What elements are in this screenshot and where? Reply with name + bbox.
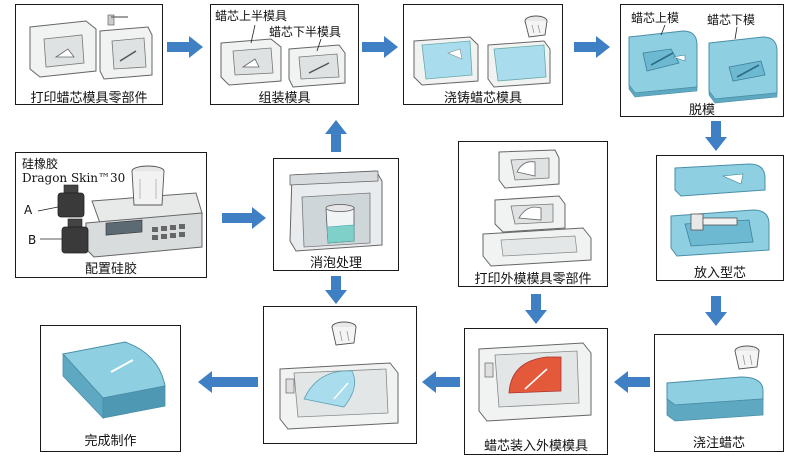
label-upper-mold: 蜡芯上模: [631, 11, 680, 25]
arrow-demold-to-insert: [705, 121, 727, 151]
step-pour-wax: 浇注蜡芯: [654, 334, 784, 452]
label-lower-half-mold: 蜡芯下半模具: [269, 25, 342, 39]
pouring-cup-icon: [734, 345, 760, 370]
label-upper-half-mold: 蜡芯上半模具: [215, 9, 288, 23]
label-silicone: 硅橡胶: [22, 157, 59, 171]
step-demold: 蜡芯上模 蜡芯下模 脱模: [620, 4, 784, 118]
label-part-b: B: [28, 233, 37, 247]
core-into-outer-illustration: [478, 342, 592, 422]
silicone-pouring-illustration: [279, 321, 399, 430]
bottle-a-icon: [57, 184, 85, 218]
step-mix-silicone: 硅橡胶 Dragon Skin™30 A B 配置硅胶: [15, 152, 207, 278]
step-pour-core: 浇铸蜡芯模具: [403, 4, 563, 106]
caption-finish: 完成制作: [84, 434, 137, 449]
label-part-a: A: [24, 203, 33, 217]
pouring-cup-icon: [331, 321, 357, 346]
beaker-icon: [131, 165, 165, 206]
print-core-parts-illustration: [29, 14, 153, 80]
arrow-degas-to-assemble: [325, 120, 347, 152]
arrow-pour-wax-to-core-into-outer: [614, 371, 650, 393]
pouring-cup-icon: [524, 15, 548, 38]
bottle-b-icon: [61, 218, 89, 254]
caption-pour-core: 浇铸蜡芯模具: [443, 91, 522, 106]
step-degas: 消泡处理: [273, 158, 399, 271]
caption-print-outer-parts: 打印外模模具零部件: [474, 272, 592, 287]
arrow-core-into-outer-to-pouring: [422, 371, 460, 393]
arrow-pour-to-demold: [574, 36, 610, 58]
insert-core-illustration: [670, 163, 770, 257]
caption-demold: 脱模: [688, 103, 715, 118]
label-brand: Dragon Skin™30: [22, 171, 126, 185]
print-outer-parts-illustration: [482, 149, 592, 267]
caption-core-into-outer: 蜡芯装入外模模具: [483, 439, 588, 454]
arrow-degas-to-pouring: [325, 276, 347, 304]
arrow-mix-to-degas: [222, 207, 266, 229]
step-print-core-parts: 打印蜡芯模具零部件: [15, 4, 163, 106]
step-core-into-outer: 蜡芯装入外模模具: [464, 328, 608, 455]
beaker-icon: [325, 204, 355, 244]
core-bolt-icon: [690, 213, 738, 231]
degas-chamber-illustration: [289, 170, 383, 252]
label-lower-mold: 蜡芯下模: [707, 13, 756, 27]
finished-part-illustration: [62, 341, 166, 419]
step-insert-core: 放入型芯: [656, 155, 784, 281]
caption-degas: 消泡处理: [309, 256, 362, 271]
caption-insert-core: 放入型芯: [693, 266, 746, 281]
step-assemble: 蜡芯上半模具 蜡芯下半模具 组装模具: [210, 4, 359, 106]
pour-wax-illustration: [666, 345, 764, 422]
arrow-outer-parts-to-core-into-outer: [525, 294, 547, 324]
mix-silicone-illustration: [37, 165, 203, 258]
step-print-outer-parts: 打印外模模具零部件: [458, 141, 608, 287]
caption-mix-silicone: 配置硅胶: [84, 262, 137, 277]
demold-illustration: [628, 24, 778, 104]
arrow-pouring-to-finish: [198, 371, 258, 393]
step-finish: 完成制作: [40, 325, 181, 452]
caption-pour-wax: 浇注蜡芯: [692, 436, 745, 451]
assemble-illustration: [220, 24, 346, 88]
caption-print-core-parts: 打印蜡芯模具零部件: [30, 91, 148, 106]
pour-core-illustration: [413, 15, 551, 88]
arrow-print-to-assemble: [167, 36, 203, 58]
step-silicone-pouring: [263, 306, 417, 444]
arrow-assemble-to-pour: [362, 36, 398, 58]
keypad-icon: [152, 224, 185, 240]
caption-assemble: 组装模具: [258, 91, 311, 106]
arrow-insert-to-pour-wax: [705, 296, 727, 326]
